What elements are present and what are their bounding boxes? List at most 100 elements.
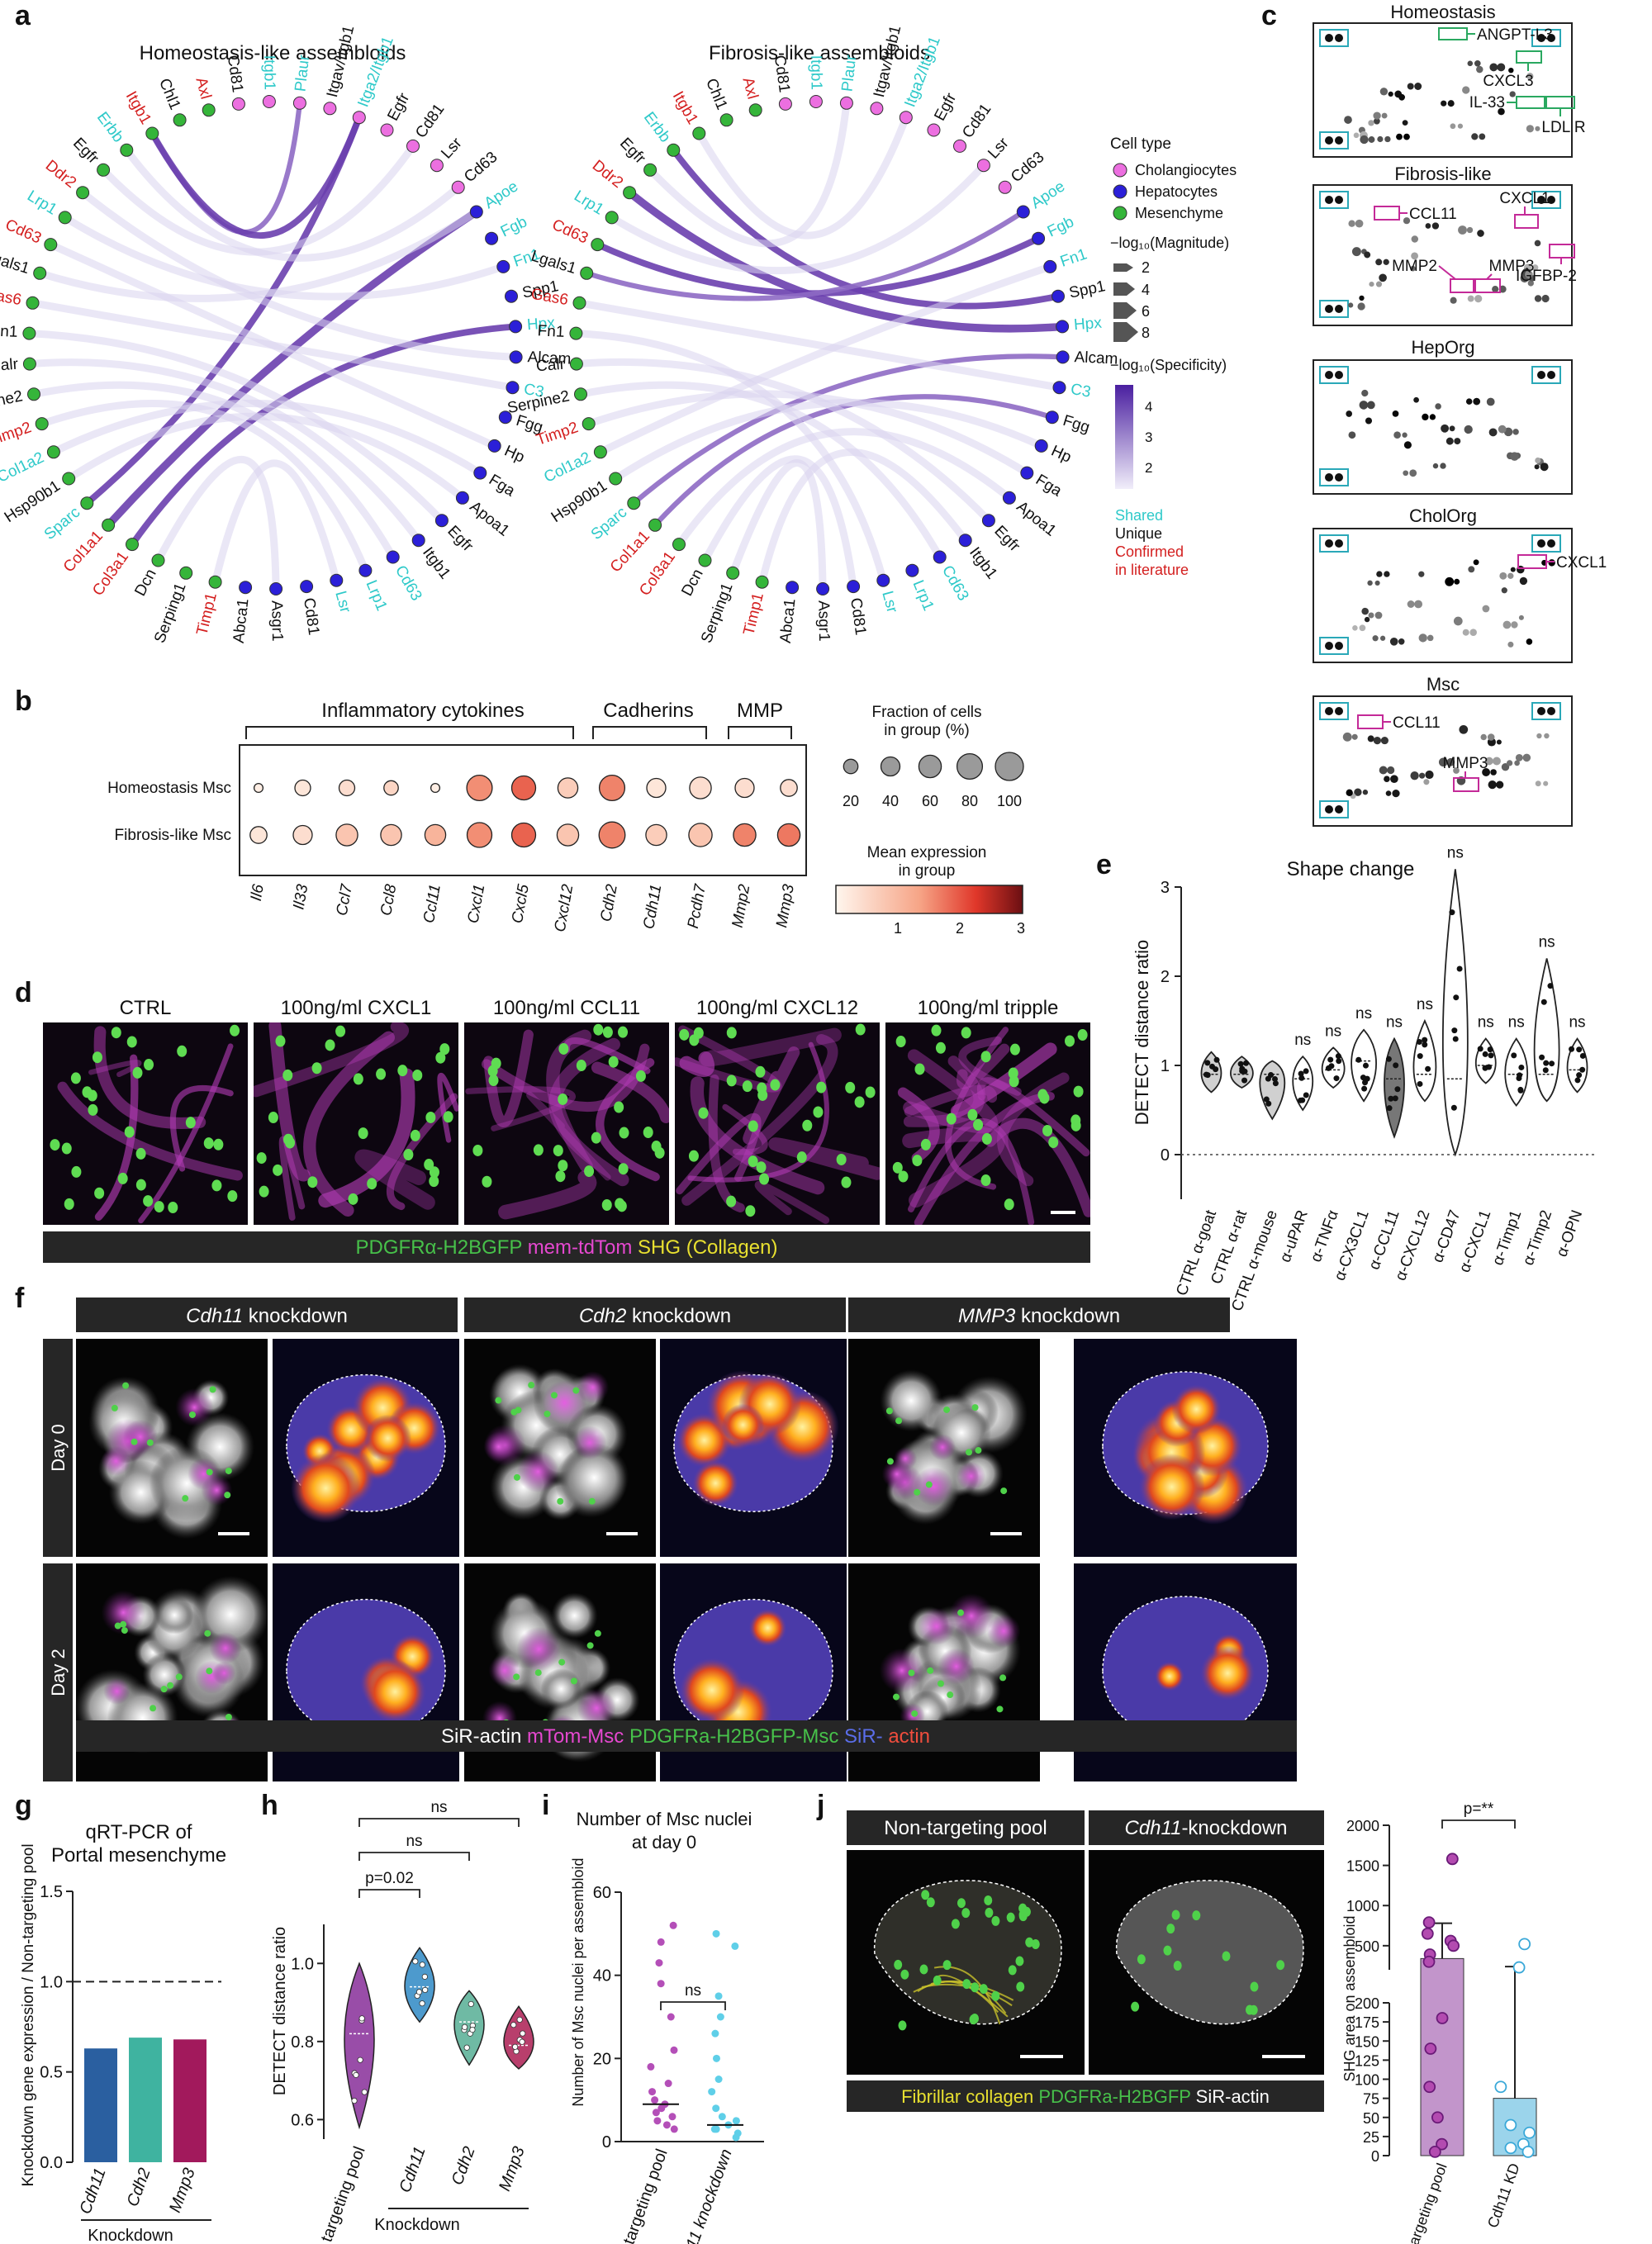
- chord-node-label: Col3a1: [636, 548, 679, 599]
- h-category-label: Non targeting pool: [306, 2144, 369, 2244]
- array-spot: [1476, 65, 1483, 74]
- chord-node-label: Alcam: [1074, 349, 1118, 368]
- array-spot: [1403, 470, 1409, 477]
- chord-link: [670, 146, 1061, 310]
- chord-node-label: Lrp1: [909, 578, 938, 614]
- array-spot: [1411, 252, 1419, 260]
- panel-f-nucleus: [957, 1609, 965, 1616]
- chord-node-label: Lsr: [878, 589, 900, 615]
- array-spot: [1344, 116, 1352, 124]
- array-reference-spot: [1547, 196, 1555, 204]
- panel-f-nucleus: [911, 1710, 919, 1717]
- panel-f-row-label: Day 2: [48, 1649, 69, 1696]
- panel-j-nucleus: [984, 1895, 993, 1905]
- chord-node-label: Fgg: [1061, 412, 1091, 437]
- e-violin-point: [1386, 1105, 1393, 1112]
- e-violin-point: [1298, 1070, 1304, 1077]
- array-reference-box: [1319, 637, 1349, 655]
- panel-j-header-left: [847, 1810, 1085, 1845]
- array-spot: [1384, 571, 1390, 577]
- array-spot: [1458, 225, 1467, 235]
- array-spot: [1367, 735, 1374, 742]
- chord-node-label: Lsr: [331, 589, 354, 615]
- chord-node-label: Plaur: [292, 54, 313, 93]
- panel-d-nucleus: [124, 1126, 135, 1138]
- panel-f-nucleus: [570, 1677, 577, 1685]
- panel-f-heat-blob: [748, 1608, 787, 1648]
- array-spot: [1526, 73, 1534, 80]
- array-spot: [1353, 132, 1360, 139]
- panel-f-nucleus: [908, 1669, 915, 1677]
- h-violin: [404, 1947, 435, 2023]
- array-spot: [1457, 123, 1464, 129]
- panel-d-nucleus: [487, 1065, 498, 1077]
- chord-node-label: Dcn: [131, 567, 159, 600]
- panel-f-mtom-blob: [542, 1380, 587, 1426]
- dotplot-bracket-mmp: [728, 726, 792, 739]
- panel-f-header-suffix: knockdown: [243, 1305, 348, 1327]
- chord-node: [605, 211, 619, 225]
- array-spot: [1346, 410, 1353, 417]
- panel-f-legend: SiR-actin mTom-Msc PDGFRa-H2BGFP-Msc SiR…: [441, 1725, 930, 1748]
- panel-d-nucleus: [935, 1041, 946, 1054]
- array-spot: [1392, 410, 1399, 417]
- chord-node: [816, 582, 830, 595]
- dotplot-gene-label: Cxcl5: [509, 883, 533, 925]
- array-spot: [1488, 780, 1497, 790]
- array-spot: [1429, 414, 1436, 420]
- e-violin-point: [1539, 1054, 1545, 1060]
- h-violin-point: [415, 1989, 423, 1995]
- e-category-label: α-Timp1: [1489, 1208, 1525, 1268]
- fraction-legend-title-1: Fraction of cells: [871, 704, 981, 721]
- array-spot: [1359, 295, 1365, 301]
- panel-d-nucleus: [619, 1127, 629, 1139]
- panel-f-nucleus: [886, 1458, 894, 1465]
- e-violin-point: [1451, 1027, 1458, 1034]
- panel-d-nucleus: [748, 1120, 758, 1132]
- panel-d-membrane: [465, 1086, 576, 1131]
- chord-node: [35, 417, 49, 431]
- cytokine-arrays: Homeostasis Fibrosis-like HepOrg CholOrg…: [1313, 2, 1607, 827]
- chord-node-label: Asgr1: [268, 600, 286, 642]
- panel-j-nucleus: [1031, 1939, 1040, 1950]
- panel-j-nucleus: [991, 1990, 1000, 2001]
- panel-f-nucleus: [204, 1630, 211, 1637]
- chord-node: [455, 491, 469, 505]
- dotplot-dots: [249, 774, 801, 849]
- array-spot: [1419, 772, 1426, 779]
- chord-node-label: Apoe: [1028, 178, 1069, 212]
- chord-node-label: Cd63: [2, 216, 44, 248]
- mean-legend-title-1: Mean expression: [867, 844, 987, 861]
- panel-f-nucleus: [513, 1473, 520, 1481]
- array-spot: [1479, 133, 1486, 140]
- panel-d-nucleus: [488, 1075, 499, 1087]
- h-violin-point: [357, 2057, 363, 2063]
- array-spot: [1487, 733, 1495, 741]
- e-violin-point: [1511, 1052, 1517, 1059]
- array-spot: [1496, 780, 1504, 789]
- panel-f-legend-bar: [76, 1720, 1297, 1752]
- panel-d-nucleus: [94, 1187, 105, 1199]
- chord-node-label: Cd63: [461, 149, 501, 186]
- fraction-legend-title-2: in group (%): [884, 722, 970, 739]
- h-violin-point: [358, 2015, 365, 2022]
- array-spot: [1360, 135, 1369, 145]
- chord-node: [430, 159, 444, 173]
- legend-chol-dot: [1113, 163, 1127, 178]
- panel-d-nucleus: [689, 1034, 700, 1046]
- e-violin-point: [1271, 1075, 1278, 1082]
- chord-node: [231, 97, 245, 111]
- array-spot: [1438, 757, 1448, 767]
- panel-d-label: CTRL: [120, 997, 172, 1019]
- dotplot-gene-label: Mmp3: [773, 883, 798, 929]
- callout-mmp3-msc: MMP3: [1443, 755, 1488, 772]
- array-spot: [1534, 464, 1540, 470]
- array-reference-spot: [1537, 34, 1545, 42]
- array-spot: [1348, 431, 1356, 439]
- array-spot: [1507, 572, 1514, 579]
- e-violin-point: [1336, 1058, 1342, 1065]
- e-violin-point: [1362, 1079, 1369, 1086]
- array-spot: [1474, 294, 1483, 303]
- panel-d-membrane: [908, 1118, 1035, 1225]
